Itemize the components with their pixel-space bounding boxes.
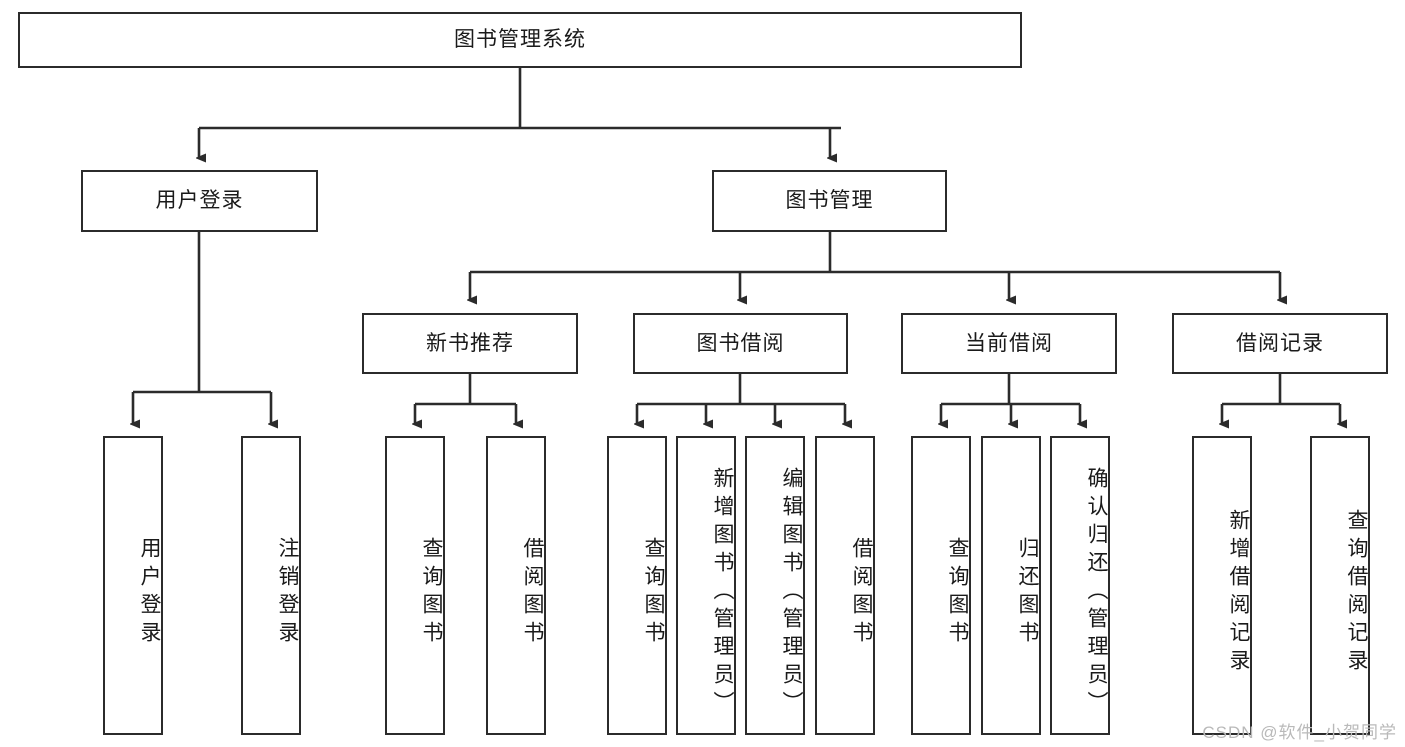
node-label: 查询图书: [642, 536, 665, 649]
node-label: 图书管理: [785, 189, 874, 213]
node-leaf-borrow-book-recommend[interactable]: 借阅图书: [486, 436, 546, 735]
node-label: 查询图书: [420, 536, 443, 649]
node-label: 图书管理系统: [454, 28, 586, 52]
node-leaf-add-book-admin[interactable]: 新增图书（管理员）: [676, 436, 736, 735]
node-leaf-return-book[interactable]: 归还图书: [981, 436, 1041, 735]
node-leaf-borrow-book[interactable]: 借阅图书: [815, 436, 875, 735]
node-label: 确认归还（管理员）: [1085, 466, 1108, 719]
node-label: 新增图书（管理员）: [711, 466, 734, 719]
node-book-borrow[interactable]: 图书借阅: [633, 313, 848, 374]
node-current-borrow[interactable]: 当前借阅: [901, 313, 1117, 374]
node-label: 借阅图书: [850, 536, 873, 649]
node-label: 当前借阅: [965, 331, 1053, 355]
node-label: 图书借阅: [696, 331, 785, 355]
node-user-login[interactable]: 用户登录: [81, 170, 318, 232]
node-new-book-recommend[interactable]: 新书推荐: [362, 313, 578, 374]
node-label: 用户登录: [138, 536, 161, 649]
watermark: CSDN @软件_小贺同学: [1202, 723, 1397, 742]
node-label: 用户登录: [155, 189, 244, 213]
node-label: 查询借阅记录: [1345, 508, 1368, 677]
node-leaf-edit-book-admin[interactable]: 编辑图书（管理员）: [745, 436, 805, 735]
node-label: 借阅图书: [521, 536, 544, 649]
node-label: 注销登录: [276, 536, 299, 649]
node-leaf-confirm-return-admin[interactable]: 确认归还（管理员）: [1050, 436, 1110, 735]
node-leaf-query-book-current[interactable]: 查询图书: [911, 436, 971, 735]
node-borrow-record[interactable]: 借阅记录: [1172, 313, 1388, 374]
node-label: 借阅记录: [1236, 331, 1324, 355]
node-label: 新书推荐: [426, 331, 514, 355]
node-label: 新增借阅记录: [1227, 508, 1250, 677]
node-leaf-user-login[interactable]: 用户登录: [103, 436, 163, 735]
node-label: 归还图书: [1016, 536, 1039, 649]
node-leaf-query-borrow-record[interactable]: 查询借阅记录: [1310, 436, 1370, 735]
node-label: 编辑图书（管理员）: [780, 466, 803, 719]
node-leaf-logout[interactable]: 注销登录: [241, 436, 301, 735]
node-label: 查询图书: [946, 536, 969, 649]
node-leaf-query-book-recommend[interactable]: 查询图书: [385, 436, 445, 735]
node-leaf-add-borrow-record[interactable]: 新增借阅记录: [1192, 436, 1252, 735]
node-root-book-management-system[interactable]: 图书管理系统: [18, 12, 1022, 68]
node-book-management[interactable]: 图书管理: [712, 170, 947, 232]
node-leaf-query-book-borrow[interactable]: 查询图书: [607, 436, 667, 735]
